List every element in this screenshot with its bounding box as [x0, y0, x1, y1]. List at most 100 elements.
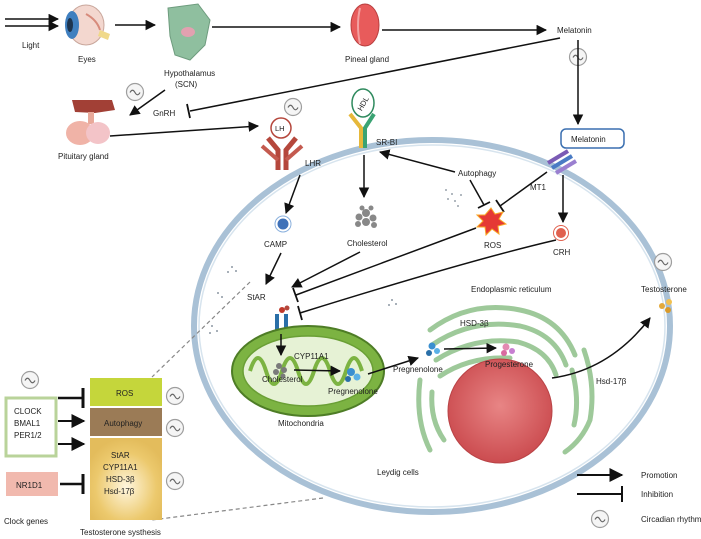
nr1d1-label: NR1D1: [16, 481, 43, 490]
clock-genes-label: Clock genes: [4, 517, 48, 526]
eyes-label: Eyes: [78, 55, 96, 64]
synth-line-2: CYP11A1: [103, 463, 138, 472]
pineal-label: Pineal gland: [345, 55, 389, 64]
lh-label: LH: [275, 124, 285, 133]
arrow-pituitary-to-lh: [109, 121, 260, 137]
crh-icon: [553, 225, 569, 241]
circadian-rhythm-icon: [283, 97, 303, 117]
arrow-autophagy-to-srbi: [378, 149, 456, 173]
circadian-rhythm-icon: [590, 509, 610, 529]
neuron-icon: [167, 3, 211, 61]
camp-label: CAMP: [264, 240, 287, 249]
legend-circadian-label: Circadian rhythm: [641, 515, 701, 524]
mt1-receptor: [546, 149, 578, 175]
srbi-receptor: [348, 112, 376, 148]
inhibition-melatonin-to-hypothalamus: [186, 37, 561, 119]
progesterone-label: Progesterone: [485, 360, 534, 369]
testosterone-label: Testosterone: [641, 285, 687, 294]
callout-line-top: [151, 281, 251, 378]
endoplasmic-reticulum: [416, 305, 595, 455]
inhibition-ros-to-star: [292, 227, 477, 303]
ros-burst-icon: [475, 207, 508, 237]
leydig-cell-inner-border: [198, 144, 666, 508]
pituitary-label: Pituitary gland: [58, 152, 109, 161]
circadian-rhythm-icon: [653, 252, 673, 272]
clock-line-3: PER1/2: [14, 431, 42, 440]
lhr-receptor: [260, 136, 304, 170]
circadian-rhythm-icon: [125, 82, 145, 102]
nucleus: [447, 358, 553, 464]
arrow-pregnenolone-to-progesterone: [443, 342, 498, 354]
synth-line-3: HSD-3β: [106, 475, 135, 484]
clock-genes-box: [4, 396, 58, 458]
arrow-progesterone-to-testosterone: [551, 317, 651, 379]
ros-box-label: ROS: [116, 389, 133, 398]
inhibition-autophagy-to-ros: [469, 179, 491, 209]
circadian-rhythm-icon: [20, 370, 40, 390]
callout-line-bottom: [151, 497, 324, 521]
eye-icon: [65, 4, 110, 46]
inhibition-nr1d1-to-synthesis: [60, 474, 85, 494]
gnrh-label: GnRH: [153, 109, 175, 118]
cholesterol-label: Cholesterol: [347, 239, 388, 248]
autophagy-vesicles: [445, 189, 462, 207]
autophagy-box: [90, 408, 162, 436]
legend-promotion-label: Promotion: [641, 471, 677, 480]
er-pregnenolone-label: Pregnenolone: [393, 365, 443, 374]
ros-box: [90, 378, 162, 406]
nr1d1-box: [6, 472, 58, 496]
synth-line-1: StAR: [111, 451, 130, 460]
cytoplasm-vesicles: [209, 266, 397, 334]
synthesis-box: [90, 438, 162, 520]
er-label: Endoplasmic reticulum: [471, 285, 552, 294]
star-label: StAR: [247, 293, 266, 302]
mitochondria-label: Mitochondria: [278, 419, 324, 428]
testosterone-molecules: [659, 299, 672, 313]
clock-line-1: CLOCK: [14, 407, 42, 416]
inhibition-mt1-to-ros: [495, 171, 548, 213]
cyp11a1-label: CYP11A1: [294, 352, 329, 361]
circadian-rhythm-icon: [165, 418, 185, 438]
synth-line-4: Hsd-17β: [104, 487, 135, 496]
arrow-cholesterol-to-pregnenolone: [293, 365, 342, 377]
melatonin-receptor-label: Melatonin: [571, 135, 606, 144]
pineal-gland-icon: [350, 3, 380, 47]
arrow-camp-to-star: [265, 252, 282, 285]
circadian-rhythm-icon: [165, 471, 185, 491]
arrow-pregnenolone-to-er: [367, 355, 420, 375]
light-arrows: [5, 13, 60, 32]
inhibition-crh-to-star: [297, 239, 557, 321]
mito-cholesterol-label: Cholesterol: [262, 375, 303, 384]
melatonin-receptor: [560, 128, 625, 149]
hdl-icon: [351, 88, 375, 118]
legend-inhibition-label: Inhibition: [641, 490, 673, 499]
arrow-lhr-to-camp: [284, 174, 301, 214]
inhibition-clock-to-ros: [58, 388, 85, 408]
cholesterol-cluster-icon: [355, 205, 377, 228]
legend: Promotion Inhibition Circadian rhythm: [577, 468, 701, 529]
ros-label: ROS: [484, 241, 501, 250]
arrow-cholesterol-to-star: [291, 251, 361, 288]
autophagy-box-label: Autophagy: [104, 419, 142, 428]
autophagy-label: Autophagy: [458, 169, 496, 178]
light-label: Light: [22, 41, 40, 50]
lhr-label: LHR: [305, 159, 321, 168]
srbi-label: SR-BI: [376, 138, 397, 147]
camp-icon: [274, 215, 292, 233]
mt1-label: MT1: [530, 183, 547, 192]
crh-label: CRH: [553, 248, 571, 257]
progesterone-molecule: [501, 343, 515, 356]
mito-pregnenolone-label: Pregnenolone: [328, 387, 378, 396]
leydig-cells-label: Leydig cells: [377, 468, 419, 477]
melatonin-top-label: Melatonin: [557, 26, 592, 35]
pituitary-gland-icon: [66, 100, 115, 145]
hypothalamus-label: Hypothalamus: [164, 69, 215, 78]
clock-line-2: BMAL1: [14, 419, 41, 428]
hsd17b-label: Hsd-17β: [596, 377, 627, 386]
mito-cholesterol-cluster: [273, 363, 287, 379]
hsd3b-label: HSD-3β: [460, 319, 489, 328]
lh-icon: [270, 117, 292, 139]
arrow-hypothalamus-to-pituitary: [129, 89, 166, 116]
testosterone-synthesis-label: Testosterone systhesis: [80, 528, 161, 537]
